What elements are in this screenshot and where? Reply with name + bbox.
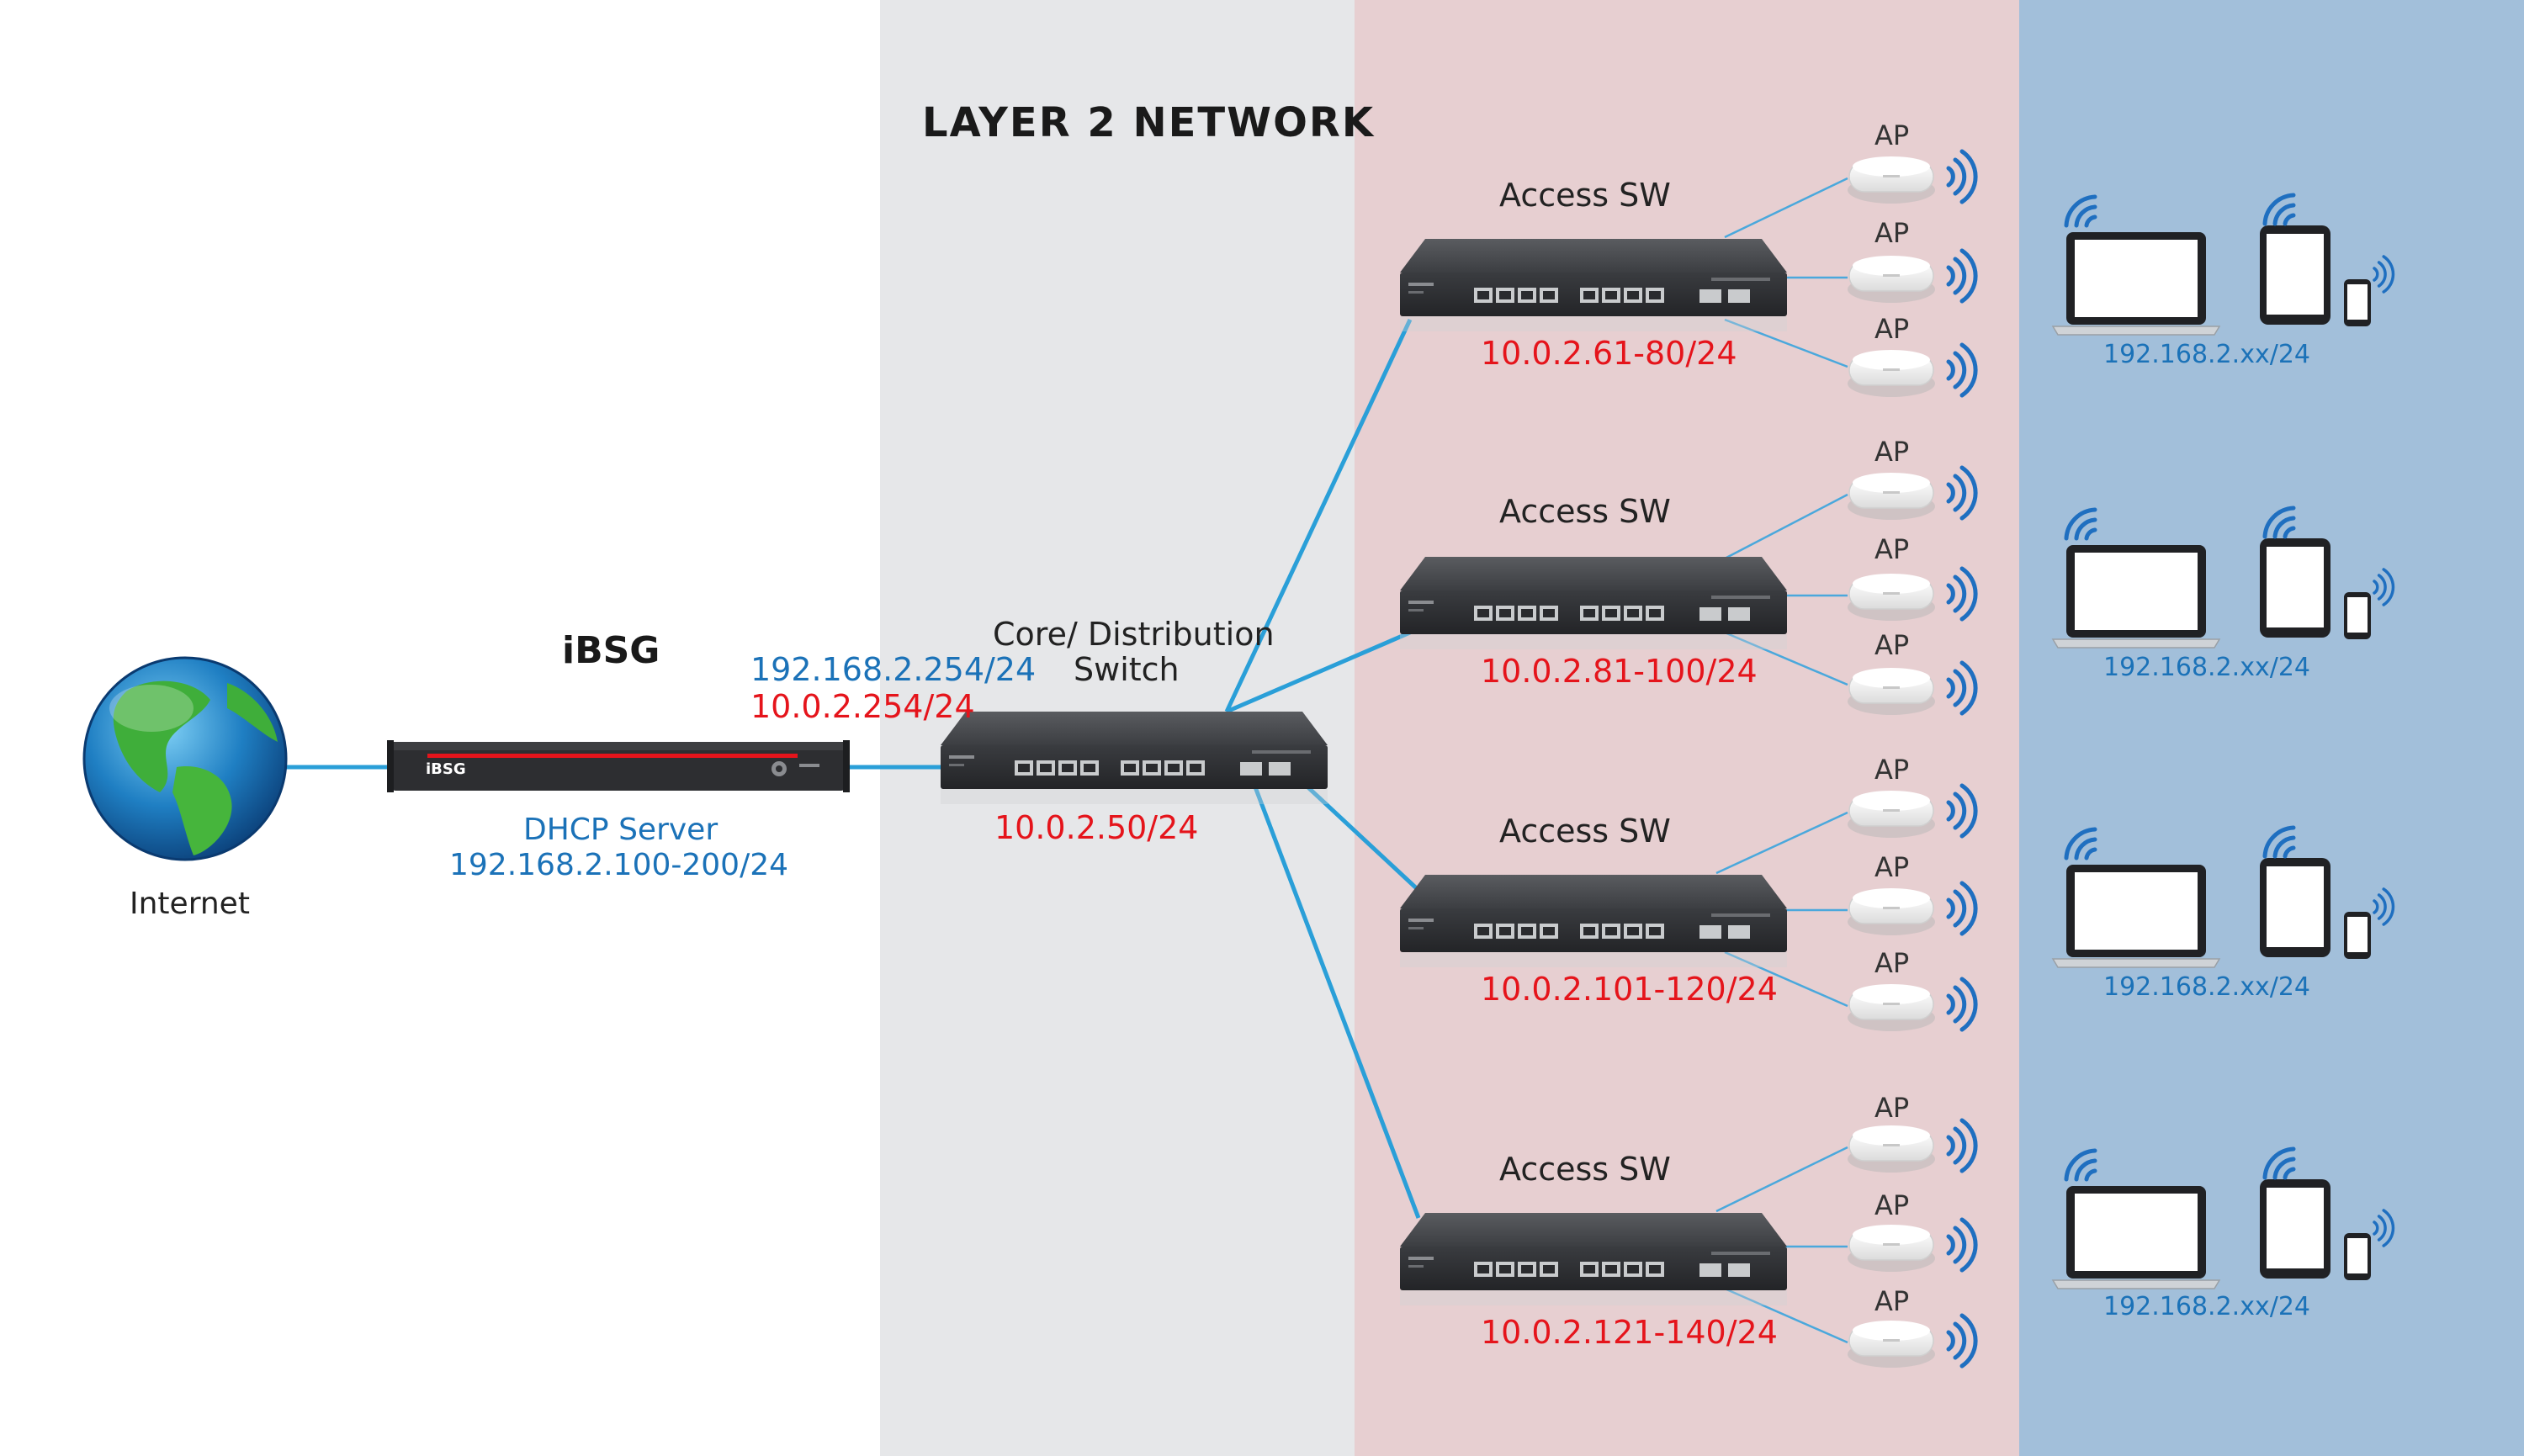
ibsg-dhcp-range: 192.168.2.100-200/24 <box>449 848 789 882</box>
access-point <box>1847 255 1936 304</box>
access-point <box>1847 667 1936 716</box>
access-point <box>1847 887 1936 936</box>
ap-label: AP <box>1874 533 1910 565</box>
core-switch <box>941 712 1328 804</box>
globe-icon <box>82 656 288 861</box>
wifi-icon <box>1949 663 1975 713</box>
wifi-icon <box>1949 251 1975 301</box>
ap-label: AP <box>1874 313 1910 345</box>
wifi-icon <box>1949 786 1975 836</box>
ibsg-dhcp-label: DHCP Server <box>523 813 718 847</box>
ap-label: AP <box>1874 947 1910 979</box>
ap-label: AP <box>1874 1285 1910 1317</box>
access-switch-ip: 10.0.2.81-100/24 <box>1481 653 1758 690</box>
client-ip-label: 192.168.2.xx/24 <box>2103 1292 2311 1321</box>
client-group-4 <box>2052 1149 2395 1289</box>
access-point <box>1847 1320 1936 1369</box>
access-switch-ip: 10.0.2.61-80/24 <box>1481 335 1737 372</box>
wifi-icon <box>1949 1220 1975 1270</box>
client-ip-label: 192.168.2.xx/24 <box>2103 972 2311 1002</box>
access-switch-label: Access SW <box>1499 177 1671 214</box>
wifi-icon <box>1949 345 1975 395</box>
client-group-3 <box>2052 828 2395 968</box>
access-switch-3 <box>1400 875 1787 967</box>
ap-label: AP <box>1874 1189 1910 1221</box>
link-core-access-1 <box>1224 318 1413 713</box>
access-point <box>1847 573 1936 622</box>
core-switch-label-1: Core/ Distribution <box>993 616 1275 653</box>
access-switch-ip: 10.0.2.101-120/24 <box>1481 971 1778 1008</box>
ibsg-mgmt-ip: 10.0.2.254/24 <box>750 688 975 725</box>
wifi-icon <box>1949 883 1975 934</box>
ibsg-brand-text: iBSG <box>426 760 466 778</box>
access-point <box>1847 1125 1936 1173</box>
internet-label: Internet <box>130 887 250 921</box>
access-point <box>1847 156 1936 204</box>
wifi-icon <box>1949 979 1975 1030</box>
access-switch-2 <box>1400 557 1787 649</box>
core-switch-label-2: Switch <box>1074 651 1180 688</box>
wifi-icon <box>1949 569 1975 619</box>
ap-label: AP <box>1874 629 1910 661</box>
ibsg-appliance: iBSG <box>387 740 850 792</box>
access-switch-4 <box>1400 1213 1787 1305</box>
ibsg-lan-ip: 192.168.2.254/24 <box>750 651 1037 688</box>
ap-label: AP <box>1874 851 1910 883</box>
link-core-access-2 <box>1226 630 1411 714</box>
ap-label: AP <box>1874 1092 1910 1124</box>
client-ip-label: 192.168.2.xx/24 <box>2103 340 2311 369</box>
client-group-2 <box>2052 508 2395 649</box>
wifi-icon <box>1949 1120 1975 1171</box>
access-point <box>1847 349 1936 398</box>
access-point <box>1847 983 1936 1032</box>
diagram-title: LAYER 2 NETWORK <box>922 99 1376 146</box>
client-group-1 <box>2052 195 2395 336</box>
access-switch-label: Access SW <box>1499 1151 1671 1188</box>
access-switch-label: Access SW <box>1499 493 1671 530</box>
wifi-icon <box>1949 468 1975 518</box>
core-switch-ip: 10.0.2.50/24 <box>994 809 1199 846</box>
access-switch-1 <box>1400 239 1787 331</box>
ap-label: AP <box>1874 436 1910 468</box>
ap-label: AP <box>1874 119 1910 151</box>
wifi-icon <box>1949 151 1975 202</box>
access-point <box>1847 1224 1936 1273</box>
client-ip-label: 192.168.2.xx/24 <box>2103 653 2311 682</box>
access-switch-label: Access SW <box>1499 813 1671 850</box>
ap-label: AP <box>1874 217 1910 249</box>
wifi-icon <box>1949 1316 1975 1366</box>
ibsg-title: iBSG <box>562 629 660 672</box>
access-point <box>1847 790 1936 839</box>
ap-label: AP <box>1874 754 1910 786</box>
access-points <box>1847 151 1975 1369</box>
access-point <box>1847 472 1936 521</box>
access-switch-ip: 10.0.2.121-140/24 <box>1481 1314 1778 1351</box>
